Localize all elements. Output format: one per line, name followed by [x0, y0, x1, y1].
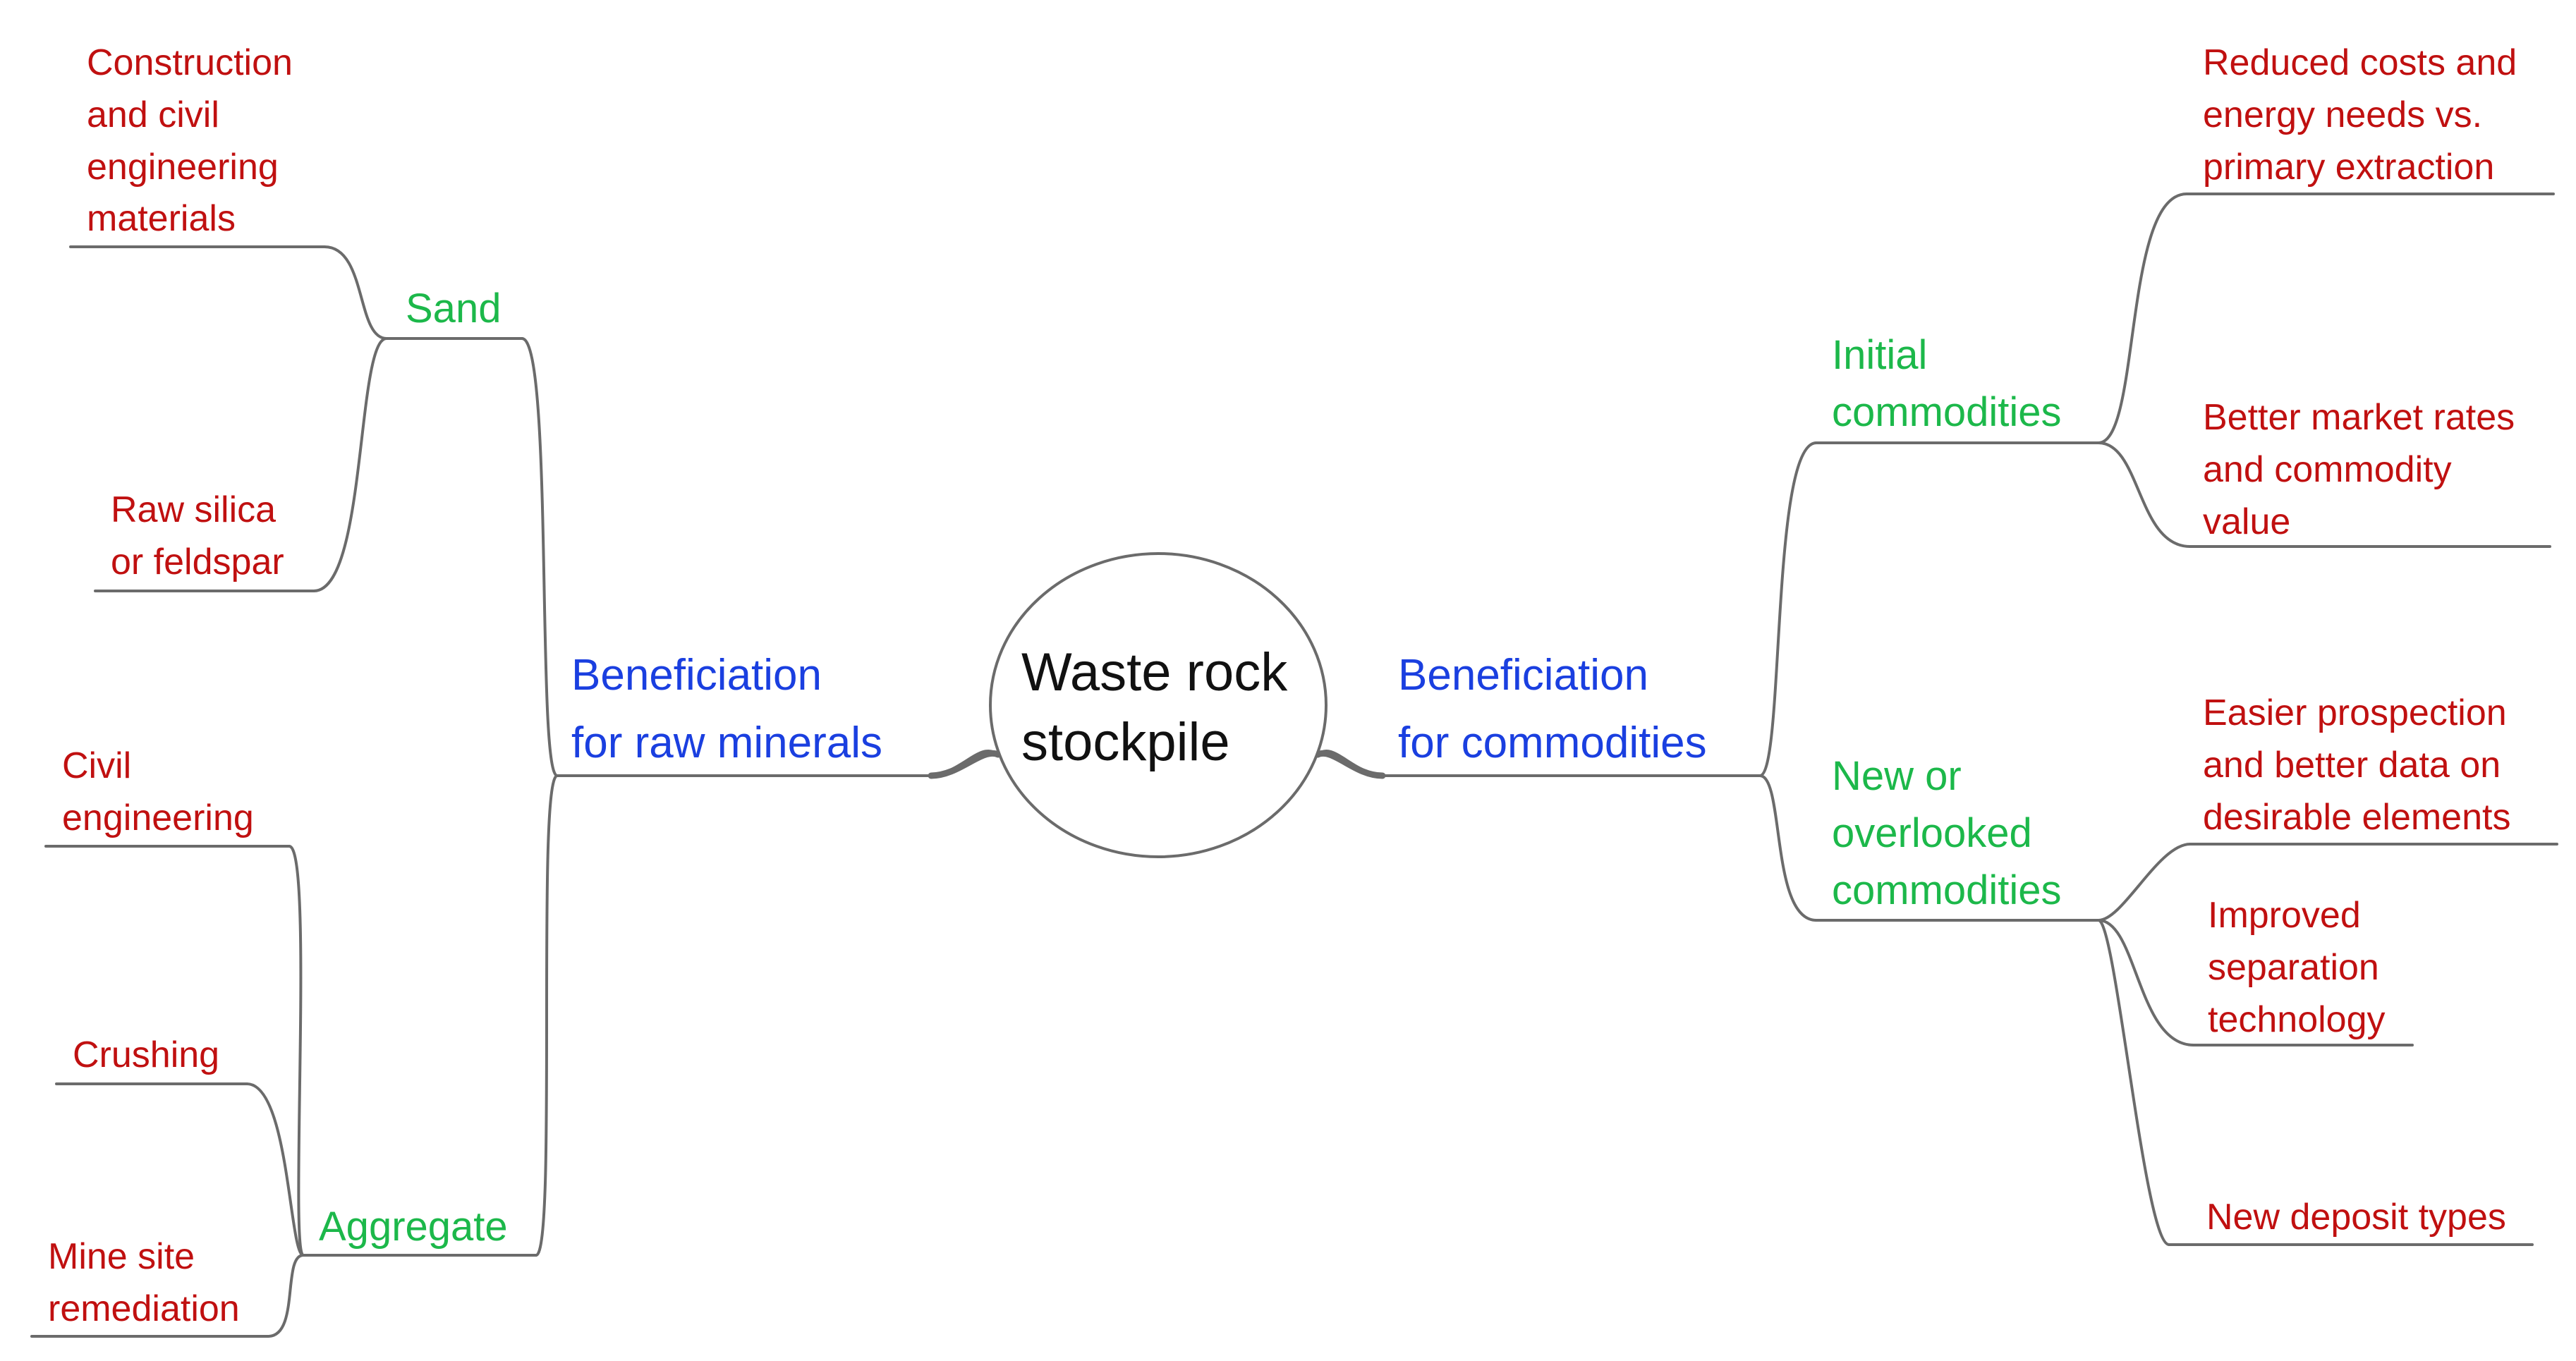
branch-label-commodities: Beneficiation for commodities	[1398, 651, 1707, 768]
center-connector-left-tail	[928, 750, 1002, 779]
center-connector-right-tail	[1314, 750, 1386, 779]
leaf-label-better-market-rates: Better market rates and commodity value	[2203, 397, 2515, 542]
sand-leaf-connector-1	[323, 245, 388, 340]
left-to-sand-connector	[521, 337, 559, 777]
center-node	[989, 552, 1328, 858]
initial-leaf-connector-2	[2097, 441, 2192, 548]
leaf-label-improved-separation: Improved separation technology	[2208, 895, 2386, 1040]
leaf-label-new-deposit-types: New deposit types	[2206, 1197, 2506, 1238]
center-node-label: Waste rock stockpile	[1021, 642, 1288, 772]
leaf-label-civil-engineering: Civil engineering	[62, 745, 254, 838]
leaf-label-reduced-costs: Reduced costs and energy needs vs. prima…	[2203, 42, 2517, 188]
initial-leaf-connector-1	[2097, 193, 2188, 444]
aggregate-leaf-connector-1	[288, 845, 305, 1257]
aggregate-leaf-connector-3	[267, 1254, 305, 1338]
new-leaf-connector-3	[2097, 919, 2170, 1246]
left-to-aggregate-connector	[535, 774, 559, 1257]
leaf-label-easier-prospection: Easier prospection and better data on de…	[2203, 692, 2511, 838]
new-leaf-connector-1	[2097, 843, 2192, 922]
leaf-label-crushing: Crushing	[73, 1035, 220, 1075]
right-to-new-connector	[1758, 774, 1818, 922]
group-label-initial-commodities: Initial commodities	[1832, 332, 2062, 436]
leaf-label-mine-site-remediation: Mine site remediation	[48, 1236, 240, 1329]
new-leaf-connector-2	[2097, 919, 2195, 1046]
sand-leaf-connector-2	[312, 337, 388, 592]
leaf-label-construction-materials: Construction and civil engineering mater…	[87, 42, 293, 240]
group-label-new-commodities: New or overlooked commodities	[1832, 753, 2062, 914]
right-to-initial-connector	[1758, 441, 1818, 777]
leaf-label-raw-silica: Raw silica or feldspar	[111, 489, 284, 582]
group-label-aggregate: Aggregate	[319, 1204, 508, 1250]
aggregate-leaf-connector-2	[245, 1082, 305, 1257]
branch-label-raw-minerals: Beneficiation for raw minerals	[571, 651, 882, 768]
group-label-sand: Sand	[406, 286, 502, 331]
